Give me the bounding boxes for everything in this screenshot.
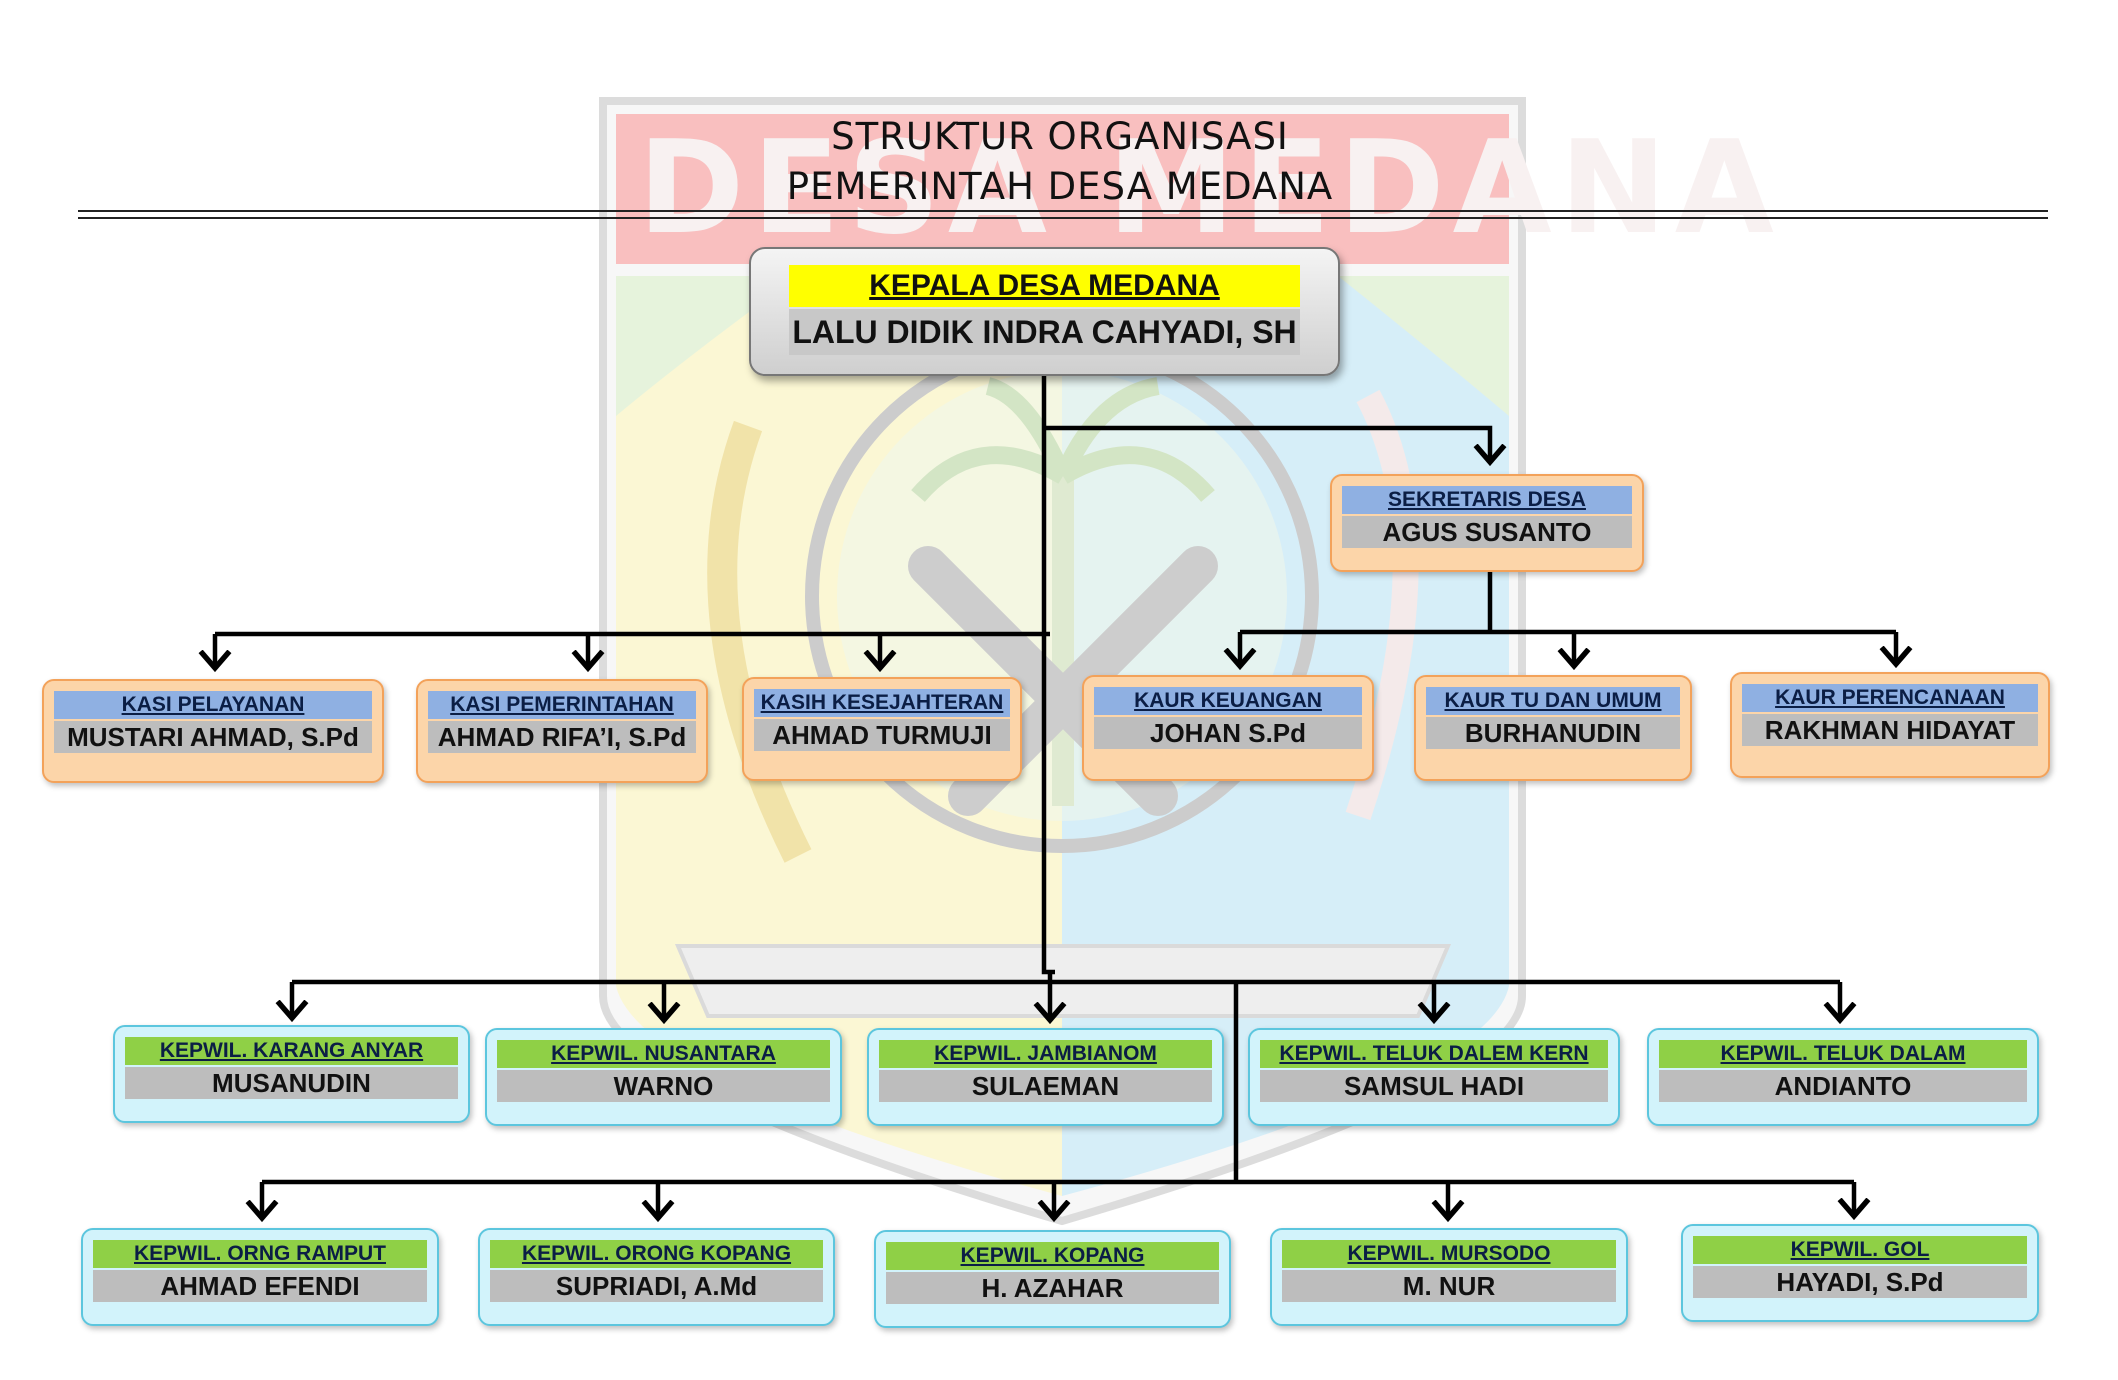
node-kepwil-karang-anyar: KEPWIL. KARANG ANYAR MUSANUDIN <box>113 1025 470 1123</box>
node-name: MUSTARI AHMAD, S.Pd <box>54 721 372 753</box>
node-role: KASIH KESEJAHTERAN <box>754 689 1010 717</box>
node-name: MUSANUDIN <box>125 1067 458 1099</box>
node-role: KEPWIL. NUSANTARA <box>497 1040 830 1068</box>
node-kepala-desa: KEPALA DESA MEDANA LALU DIDIK INDRA CAHY… <box>749 247 1340 376</box>
title-line-1: STRUKTUR ORGANISASI <box>831 115 1289 158</box>
node-kepwil-jambianom: KEPWIL. JAMBIANOM SULAEMAN <box>867 1028 1224 1126</box>
node-kepwil-teluk-dalem-kern: KEPWIL. TELUK DALEM KERN SAMSUL HADI <box>1248 1028 1620 1126</box>
node-role: KEPWIL. ORNG RAMPUT <box>93 1240 427 1268</box>
node-name: BURHANUDIN <box>1426 717 1680 749</box>
node-role: KAUR PERENCANAAN <box>1742 684 2038 712</box>
node-role: KEPWIL. TELUK DALEM KERN <box>1260 1040 1608 1068</box>
page-title: STRUKTUR ORGANISASI PEMERINTAH DESA MEDA… <box>560 112 1560 212</box>
node-role: KAUR TU DAN UMUM <box>1426 687 1680 715</box>
node-role: KEPWIL. TELUK DALAM <box>1659 1040 2027 1068</box>
node-name: AHMAD RIFA’I, S.Pd <box>428 721 696 753</box>
node-role: KEPWIL. GOL <box>1693 1236 2027 1264</box>
node-kasi-kesejahteran: KASIH KESEJAHTERAN AHMAD TURMUJI <box>742 677 1022 781</box>
node-kepwil-orng-ramput: KEPWIL. ORNG RAMPUT AHMAD EFENDI <box>81 1228 439 1326</box>
node-role: KASI PEMERINTAHAN <box>428 691 696 719</box>
node-role: KASI PELAYANAN <box>54 691 372 719</box>
node-kepwil-kopang: KEPWIL. KOPANG H. AZAHAR <box>874 1230 1231 1328</box>
node-kaur-keuangan: KAUR KEUANGAN JOHAN S.Pd <box>1082 675 1374 781</box>
node-role: KEPWIL. ORONG KOPANG <box>490 1240 823 1268</box>
node-kepwil-gol: KEPWIL. GOL HAYADI, S.Pd <box>1681 1224 2039 1322</box>
node-name: HAYADI, S.Pd <box>1693 1266 2027 1298</box>
node-kaur-perencanaan: KAUR PERENCANAAN RAKHMAN HIDAYAT <box>1730 672 2050 778</box>
node-sekretaris-desa: SEKRETARIS DESA AGUS SUSANTO <box>1330 474 1644 572</box>
node-role: KEPWIL. KOPANG <box>886 1242 1219 1270</box>
title-line-2: PEMERINTAH DESA MEDANA <box>786 165 1334 208</box>
node-kepwil-nusantara: KEPWIL. NUSANTARA WARNO <box>485 1028 842 1126</box>
node-kasi-pelayanan: KASI PELAYANAN MUSTARI AHMAD, S.Pd <box>42 679 384 783</box>
node-name: SUPRIADI, A.Md <box>490 1270 823 1302</box>
node-name: AGUS SUSANTO <box>1342 516 1632 548</box>
node-kepwil-mursodo: KEPWIL. MURSODO M. NUR <box>1270 1228 1628 1326</box>
node-kasi-pemerintahan: KASI PEMERINTAHAN AHMAD RIFA’I, S.Pd <box>416 679 708 783</box>
node-kepwil-orong-kopang: KEPWIL. ORONG KOPANG SUPRIADI, A.Md <box>478 1228 835 1326</box>
node-role: SEKRETARIS DESA <box>1342 486 1632 514</box>
node-name: AHMAD TURMUJI <box>754 719 1010 751</box>
node-kaur-tu-umum: KAUR TU DAN UMUM BURHANUDIN <box>1414 675 1692 781</box>
node-role: KEPWIL. KARANG ANYAR <box>125 1037 458 1065</box>
node-name: M. NUR <box>1282 1270 1616 1302</box>
node-name: JOHAN S.Pd <box>1094 717 1362 749</box>
main-trunk-line <box>1041 373 1055 975</box>
node-role: KEPWIL. MURSODO <box>1282 1240 1616 1268</box>
arrow-to-secretary <box>1044 425 1490 462</box>
node-kepwil-teluk-dalam: KEPWIL. TELUK DALAM ANDIANTO <box>1647 1028 2039 1126</box>
title-divider <box>78 210 2048 219</box>
node-role: KEPWIL. JAMBIANOM <box>879 1040 1212 1068</box>
node-name: ANDIANTO <box>1659 1070 2027 1102</box>
node-name: RAKHMAN HIDAYAT <box>1742 714 2038 746</box>
node-name: H. AZAHAR <box>886 1272 1219 1304</box>
node-name: SAMSUL HADI <box>1260 1070 1608 1102</box>
node-name: WARNO <box>497 1070 830 1102</box>
node-role: KAUR KEUANGAN <box>1094 687 1362 715</box>
node-name: AHMAD EFENDI <box>93 1270 427 1302</box>
node-name: LALU DIDIK INDRA CAHYADI, SH <box>789 309 1300 355</box>
node-role: KEPALA DESA MEDANA <box>789 265 1300 307</box>
node-name: SULAEMAN <box>879 1070 1212 1102</box>
